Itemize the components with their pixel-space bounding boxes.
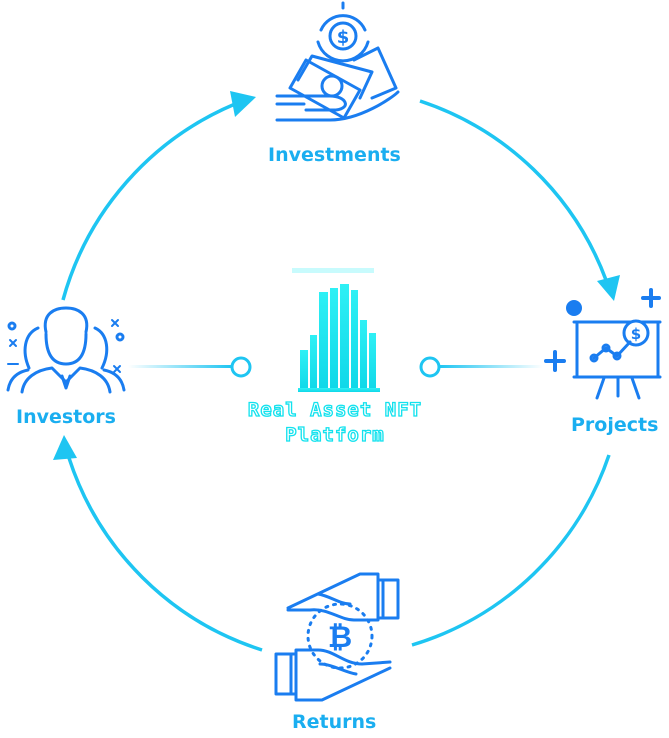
returns-label: Returns bbox=[292, 711, 377, 733]
investments-label: Investments bbox=[268, 144, 401, 166]
bitcoin-exchange-hands-icon bbox=[274, 572, 400, 702]
platform-title: Real Asset NFT Platform bbox=[200, 398, 470, 448]
investors-label: Investors bbox=[16, 406, 116, 428]
arc-investments-to-projects bbox=[419, 99, 620, 301]
svg-text:$: $ bbox=[631, 325, 641, 343]
investor-group-icon bbox=[6, 306, 126, 394]
connector-left bbox=[128, 356, 252, 378]
arc-returns-to-investors bbox=[53, 435, 263, 652]
arc-investors-to-investments bbox=[61, 91, 256, 301]
presentation-chart-icon: $ bbox=[544, 288, 662, 400]
arc-projects-to-returns bbox=[411, 454, 611, 647]
platform-title-line1: Real Asset NFT bbox=[247, 398, 423, 421]
platform-title-line2: Platform bbox=[285, 423, 385, 446]
svg-text:$: $ bbox=[337, 27, 350, 48]
skyscraper-icon bbox=[292, 268, 380, 392]
projects-label: Projects bbox=[571, 414, 659, 436]
money-hand-icon: $ bbox=[275, 1, 400, 122]
connector-right bbox=[419, 356, 543, 378]
bitcoin-symbol: ₿ bbox=[328, 620, 352, 655]
